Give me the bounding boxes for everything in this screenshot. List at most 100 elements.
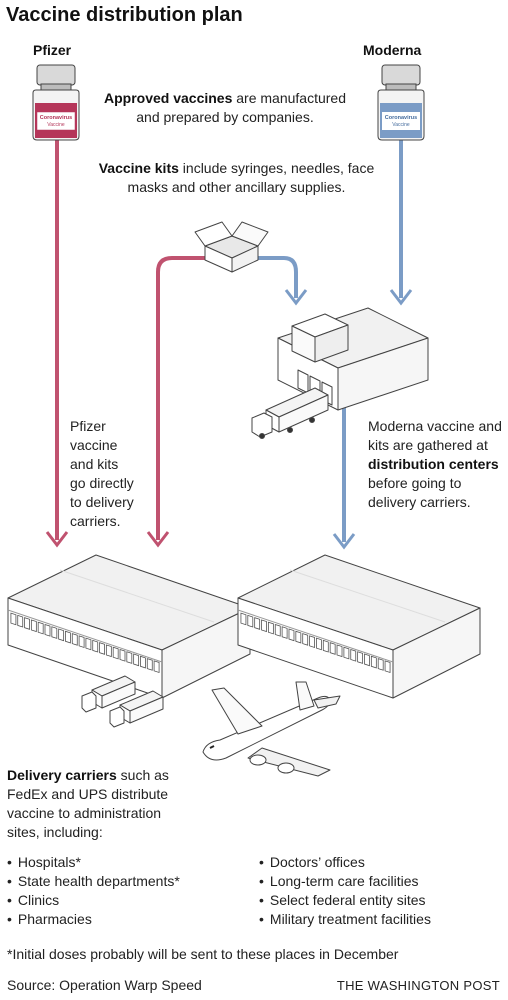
delivery-carriers-text: such as FedEx and UPS distribute vaccine… bbox=[7, 767, 169, 840]
loading-dock-bay bbox=[140, 655, 146, 669]
left-carrier-warehouse-icon bbox=[7, 554, 251, 699]
loading-dock-bay bbox=[17, 614, 24, 628]
site-item: Hospitals* bbox=[7, 853, 180, 872]
loading-dock-bay bbox=[309, 635, 315, 649]
right-warehouse-loading-docks bbox=[240, 612, 391, 674]
approved-vaccines-text: are manufactured and prepared by compani… bbox=[136, 90, 346, 125]
loading-dock-bay bbox=[267, 621, 274, 635]
loading-dock-bay bbox=[377, 658, 384, 671]
site-item: Pharmacies bbox=[7, 910, 180, 929]
loading-dock-bay bbox=[126, 651, 133, 664]
loading-dock-bay bbox=[240, 612, 247, 626]
pfizer-note-line: Pfizer bbox=[70, 418, 106, 434]
loading-dock-bay bbox=[146, 658, 153, 671]
loading-dock-bay bbox=[85, 637, 92, 651]
loading-dock-bay bbox=[153, 660, 160, 674]
loading-dock-bay bbox=[384, 660, 391, 674]
loading-dock-bay bbox=[302, 633, 309, 646]
credit-line: THE WASHINGTON POST bbox=[336, 978, 500, 993]
vaccine-kits-bold: Vaccine kits bbox=[98, 160, 179, 176]
loading-dock-bay bbox=[92, 639, 99, 653]
footnote: *Initial doses probably will be sent to … bbox=[7, 946, 399, 962]
loading-dock-bay bbox=[322, 639, 329, 653]
loading-dock-bay bbox=[350, 648, 357, 662]
loading-dock-bay bbox=[133, 653, 140, 667]
loading-dock-bay bbox=[357, 651, 364, 664]
loading-dock-bay bbox=[261, 619, 267, 633]
loading-dock-bay bbox=[119, 648, 126, 662]
loading-dock-bay bbox=[51, 626, 58, 639]
loading-dock-bay bbox=[281, 626, 288, 639]
loading-dock-bay bbox=[364, 653, 370, 667]
left-warehouse-loading-docks bbox=[10, 612, 160, 674]
loading-dock-bay bbox=[316, 637, 322, 651]
vaccine-kits-note: Vaccine kits include syringes, needles, … bbox=[94, 159, 379, 197]
delivery-carriers-bold: Delivery carriers bbox=[7, 767, 117, 783]
pfizer-note-line: go directly bbox=[70, 475, 134, 491]
loading-dock-bay bbox=[30, 619, 37, 633]
loading-dock-bay bbox=[58, 628, 65, 642]
moderna-arrowheads bbox=[284, 289, 413, 550]
loading-dock-bay bbox=[37, 621, 44, 635]
loading-dock-bay bbox=[254, 617, 261, 630]
source-line: Source: Operation Warp Speed bbox=[7, 977, 202, 993]
pfizer-note-line: vaccine bbox=[70, 437, 118, 453]
right-carrier-warehouse-icon bbox=[237, 554, 481, 699]
kits-to-center-arrow bbox=[258, 256, 298, 298]
loading-dock-bay bbox=[24, 617, 30, 630]
airplane-icon bbox=[202, 681, 341, 777]
moderna-vial-label: Coronavirus bbox=[385, 115, 417, 121]
pfizer-vial-icon bbox=[32, 64, 80, 141]
distribution-centers-bold: distribution centers bbox=[368, 456, 499, 472]
loading-dock-bay bbox=[65, 630, 71, 644]
loading-dock-bay bbox=[99, 642, 105, 655]
loading-dock-bay bbox=[329, 642, 336, 655]
site-item: Doctors’ offices bbox=[259, 853, 431, 872]
moderna-vial-icon bbox=[377, 64, 425, 141]
loading-dock-bay bbox=[247, 614, 254, 628]
kits-to-carrier-arrow bbox=[156, 256, 205, 540]
moderna-vial-sublabel: Vaccine bbox=[392, 122, 410, 128]
loading-dock-bay bbox=[370, 655, 377, 669]
approved-vaccines-bold: Approved vaccines bbox=[103, 90, 233, 106]
pfizer-note-line: and kits bbox=[70, 456, 119, 472]
loading-dock-bay bbox=[10, 612, 17, 626]
pfizer-route-note: Pfizer vaccine and kits go directly to d… bbox=[70, 417, 150, 531]
left-delivery-trucks-icon bbox=[81, 675, 164, 728]
vaccine-kit-box-icon bbox=[194, 221, 269, 273]
moderna-note-text-end: before going to delivery carriers. bbox=[368, 475, 471, 510]
delivery-carriers-note: Delivery carriers such as FedEx and UPS … bbox=[7, 766, 187, 842]
pfizer-note-line: carriers. bbox=[70, 513, 121, 529]
pfizer-arrowheads bbox=[45, 531, 170, 548]
pfizer-vial-label: Coronavirus bbox=[40, 115, 72, 121]
vaccine-kits-text: include syringes, needles, face masks an… bbox=[127, 160, 375, 195]
sites-list-right: Doctors’ offices Long-term care faciliti… bbox=[259, 853, 431, 929]
site-item: Clinics bbox=[7, 891, 180, 910]
loading-dock-bay bbox=[288, 628, 295, 642]
moderna-note-text: Moderna vaccine and kits are gathered at bbox=[368, 418, 502, 453]
site-item: State health departments* bbox=[7, 872, 180, 891]
loading-dock-bay bbox=[71, 633, 78, 646]
loading-dock-bay bbox=[295, 630, 302, 644]
loading-dock-bay bbox=[274, 623, 281, 637]
moderna-label: Moderna bbox=[363, 42, 422, 58]
page-title: Vaccine distribution plan bbox=[6, 4, 243, 26]
approved-vaccines-note: Approved vaccines are manufactured and p… bbox=[96, 89, 354, 127]
pfizer-flow-arrows bbox=[55, 138, 205, 540]
pfizer-label: Pfizer bbox=[33, 42, 72, 58]
distribution-truck-icon bbox=[251, 387, 329, 439]
moderna-route-note: Moderna vaccine and kits are gathered at… bbox=[368, 417, 504, 512]
site-item: Long-term care facilities bbox=[259, 872, 431, 891]
loading-dock-bay bbox=[78, 635, 85, 649]
loading-dock-bay bbox=[343, 646, 350, 660]
site-item: Military treatment facilities bbox=[259, 910, 431, 929]
site-item: Select federal entity sites bbox=[259, 891, 431, 910]
loading-dock-bay bbox=[105, 644, 112, 658]
sites-list-left: Hospitals* State health departments* Cli… bbox=[7, 853, 180, 929]
pfizer-note-line: to delivery bbox=[70, 494, 134, 510]
pfizer-vial-sublabel: Vaccine bbox=[47, 122, 65, 128]
loading-dock-bay bbox=[336, 644, 343, 658]
moderna-flow-arrows bbox=[258, 138, 403, 542]
loading-dock-bay bbox=[112, 646, 119, 660]
